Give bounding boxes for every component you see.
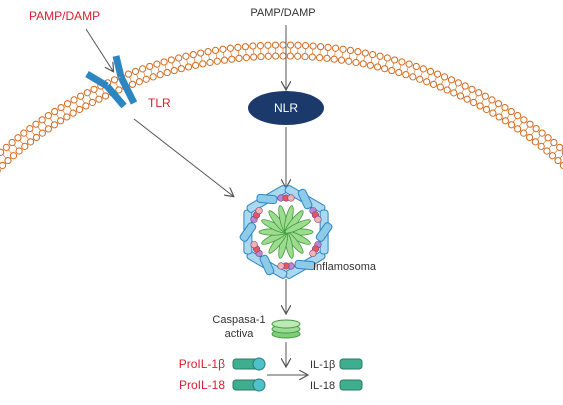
pro-il1b-capsule-icon <box>233 358 265 370</box>
caspase-disc-icon <box>272 320 300 338</box>
tlr-label: TLR <box>148 96 171 110</box>
il18-capsule-icon <box>340 380 362 390</box>
pro-il18-capsule-icon <box>233 379 265 391</box>
caspase-label-line2: activa <box>225 328 255 340</box>
caspase-label-line1: Caspasa-1 <box>212 314 265 326</box>
pro-il18-label: ProIL-18 <box>179 378 225 392</box>
il1b-label: IL-1β <box>310 359 335 371</box>
pamp-damp-left-label: PAMP/DAMP <box>29 9 100 23</box>
inflammasome-label: Inflamosoma <box>313 261 377 273</box>
nlr-label: NLR <box>274 101 298 115</box>
pro-il1b-label: ProIL-1β <box>179 357 225 371</box>
il18-label: IL-18 <box>310 380 335 392</box>
il1b-capsule-icon <box>340 359 362 369</box>
arrow-tlr-to-inflammasome <box>134 119 233 196</box>
arrow-pamp-to-tlr <box>86 29 113 71</box>
pamp-damp-top-label: PAMP/DAMP <box>250 7 315 19</box>
